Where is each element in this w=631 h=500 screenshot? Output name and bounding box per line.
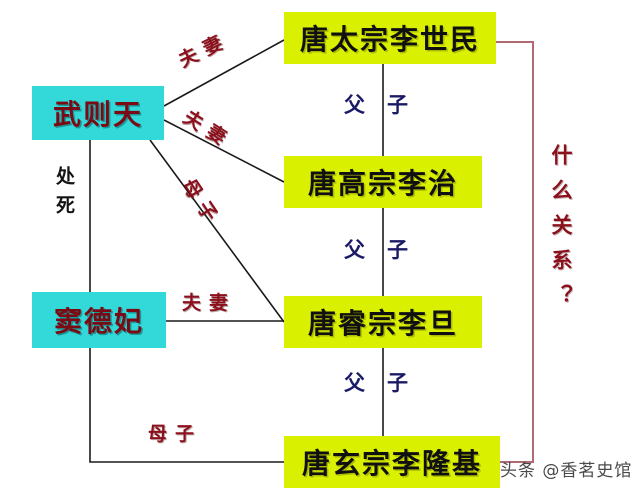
node-ruizong[interactable]: 唐睿宗李旦 bbox=[284, 296, 482, 348]
edge-label-fuzi-1: 父子 bbox=[344, 95, 430, 116]
edge-label-muzi-xuanzong-text: 母子 bbox=[148, 423, 203, 445]
node-wuzetian[interactable]: 武则天 bbox=[32, 86, 164, 140]
node-taizong[interactable]: 唐太宗李世民 bbox=[284, 12, 496, 64]
line-wuzetian-ruizong bbox=[149, 139, 285, 323]
edge-label-chusi: 处死 bbox=[53, 166, 75, 224]
node-taizong-label: 唐太宗李世民 bbox=[299, 23, 480, 56]
watermark-text: 头条 @香茗史馆 bbox=[500, 461, 631, 481]
edge-label-shenme-guanxi: 什么关系？ bbox=[546, 144, 576, 319]
line-taizong-xuanzong-red bbox=[496, 41, 534, 463]
node-gaozong[interactable]: 唐高宗李治 bbox=[284, 156, 482, 208]
edge-label-fuzi-3: 父子 bbox=[344, 373, 430, 394]
node-xuanzong[interactable]: 唐玄宗李隆基 bbox=[284, 436, 500, 488]
edge-label-fuqi-doudefei-text: 夫妻 bbox=[182, 292, 237, 314]
edge-label-fuqi-doudefei: 夫妻 bbox=[182, 294, 236, 313]
edge-label-fuzi-2-text: 父子 bbox=[344, 238, 430, 262]
node-xuanzong-label: 唐玄宗李隆基 bbox=[301, 447, 482, 480]
edge-label-fuzi-2: 父子 bbox=[344, 240, 430, 261]
line-doudefei-xuanzong bbox=[89, 348, 284, 463]
edge-label-muzi-xuanzong: 母子 bbox=[148, 425, 202, 444]
edge-label-chusi-text: 处死 bbox=[53, 166, 75, 224]
line-wuzetian-taizong bbox=[163, 39, 285, 107]
edge-label-fuzi-1-text: 父子 bbox=[344, 93, 430, 117]
watermark: 头条 @香茗史馆 bbox=[500, 456, 631, 481]
node-gaozong-label: 唐高宗李治 bbox=[307, 167, 458, 200]
node-doudefei[interactable]: 窦德妃 bbox=[32, 292, 166, 348]
edge-label-fuzi-3-text: 父子 bbox=[344, 371, 430, 395]
node-doudefei-label: 窦德妃 bbox=[53, 305, 144, 338]
node-wuzetian-label: 武则天 bbox=[52, 98, 143, 131]
edge-label-shenme-guanxi-text: 什么关系？ bbox=[549, 144, 573, 319]
line-wuzetian-gaozong bbox=[163, 119, 285, 183]
node-ruizong-label: 唐睿宗李旦 bbox=[307, 307, 458, 340]
